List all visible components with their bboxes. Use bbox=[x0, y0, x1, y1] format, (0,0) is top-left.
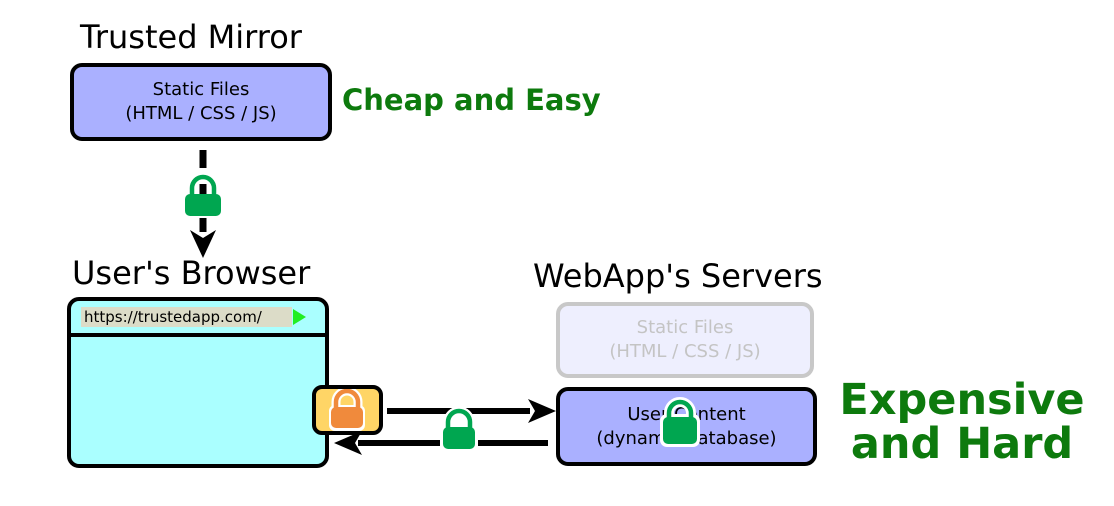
box-line: Static Files bbox=[152, 79, 250, 100]
expensive-hard-label: Expensive and Hard bbox=[836, 378, 1088, 466]
lock-icon bbox=[185, 172, 221, 216]
browser-window: https://trustedapp.com/ bbox=[67, 297, 329, 468]
mirror-static-files-box: Static Files (HTML / CSS / JS) bbox=[70, 63, 332, 141]
lock-badge bbox=[312, 385, 383, 435]
webapp-servers-title: WebApp's Servers bbox=[533, 257, 823, 295]
box-line: (dynamic database) bbox=[596, 427, 777, 449]
download-arrow bbox=[190, 150, 216, 258]
box-line: (HTML / CSS / JS) bbox=[609, 341, 761, 362]
trusted-mirror-title: Trusted Mirror bbox=[80, 18, 302, 56]
label-line: Expensive bbox=[839, 375, 1085, 425]
box-line: User Content bbox=[627, 403, 746, 425]
lock-icon bbox=[440, 406, 478, 452]
cheap-easy-label: Cheap and Easy bbox=[342, 83, 601, 117]
url-field[interactable]: https://trustedapp.com/ bbox=[81, 307, 292, 327]
server-static-files-box: Static Files (HTML / CSS / JS) bbox=[556, 302, 814, 378]
box-line: (HTML / CSS / JS) bbox=[125, 103, 277, 124]
go-arrow-icon[interactable] bbox=[293, 309, 306, 325]
box-line: Static Files bbox=[636, 317, 734, 338]
user-content-box: User Content (dynamic database) bbox=[556, 387, 817, 466]
browser-toolbar: https://trustedapp.com/ bbox=[71, 301, 325, 337]
label-line: and Hard bbox=[850, 419, 1074, 469]
browser-title: User's Browser bbox=[72, 254, 311, 292]
lock-icon bbox=[329, 389, 365, 431]
